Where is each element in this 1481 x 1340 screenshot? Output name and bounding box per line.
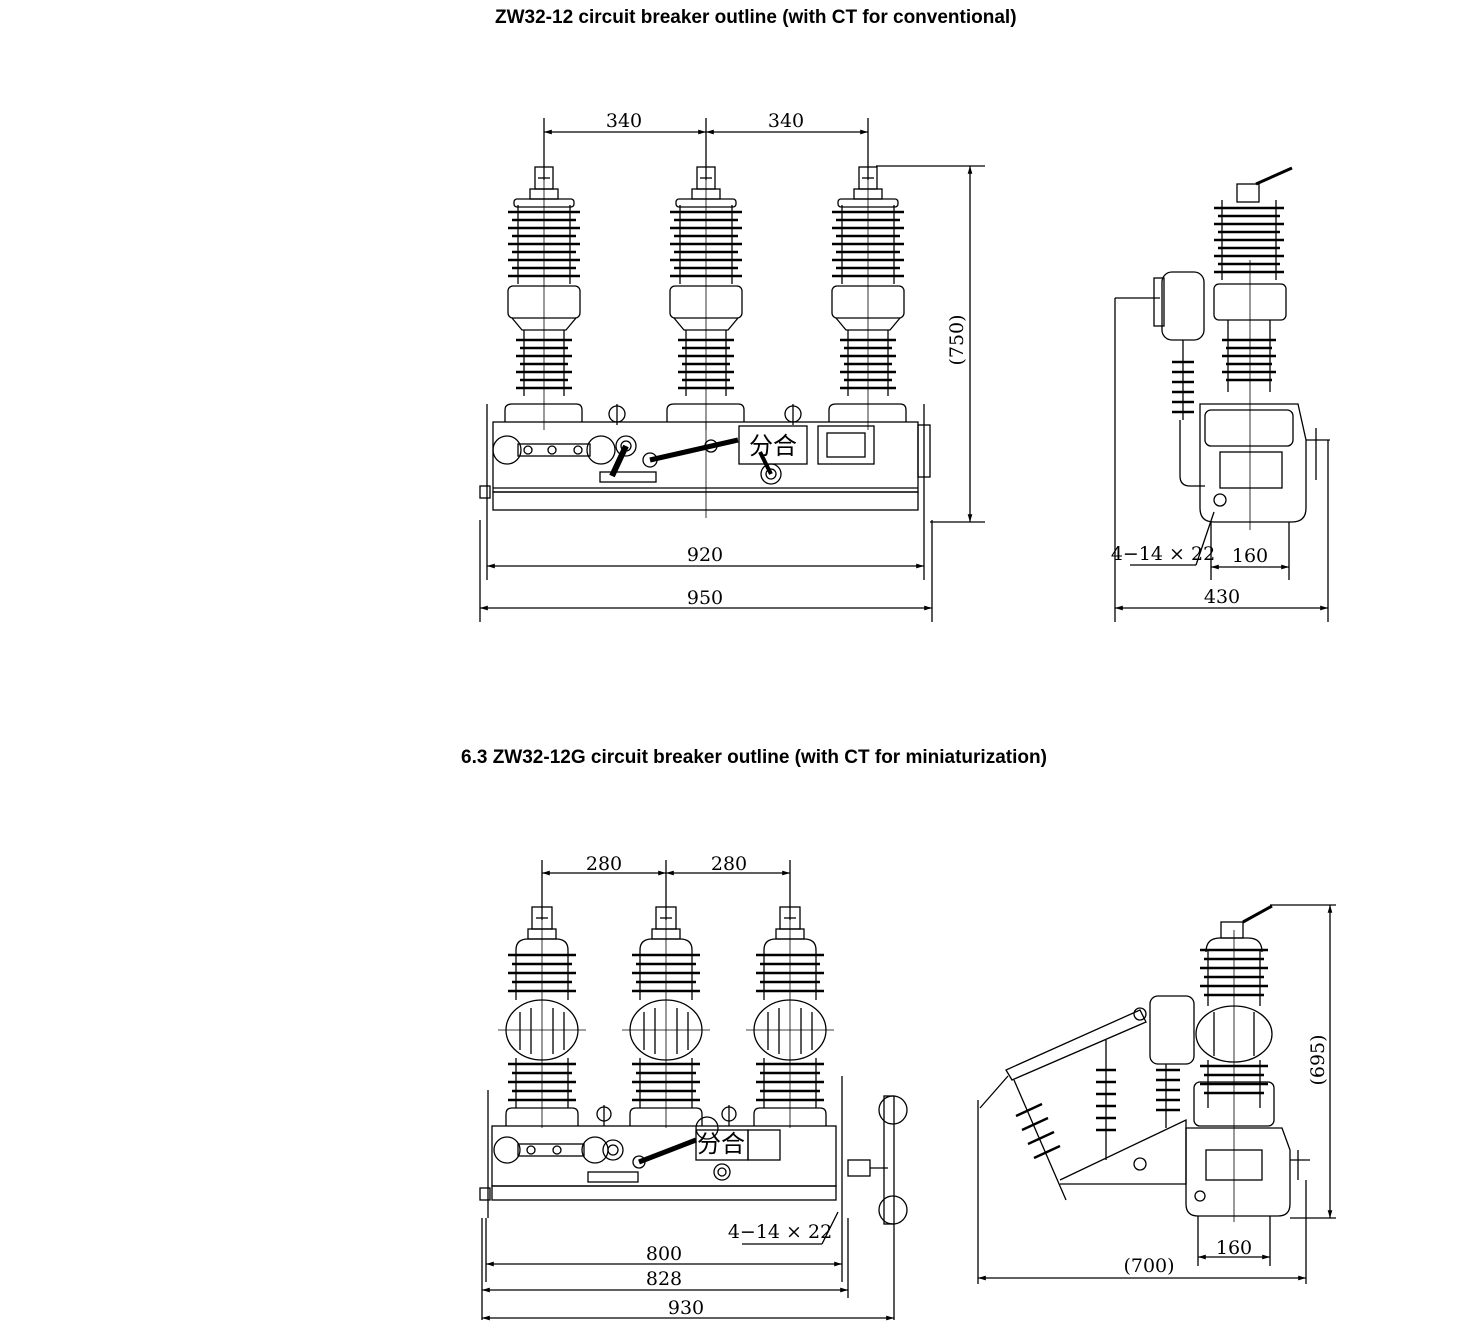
dim-430: 430 — [1204, 586, 1240, 608]
miniaturization-front-view — [479, 860, 908, 1321]
title-conventional: ZW32-12 circuit breaker outline (with CT… — [495, 7, 1017, 28]
dim-160: 160 — [1232, 545, 1268, 567]
open-close-label: 分合 — [697, 1130, 745, 1158]
dim-holes: 4−14 × 22 — [1111, 543, 1215, 565]
conventional-front-view — [479, 118, 985, 622]
conventional-side-view — [1114, 166, 1330, 622]
dim-280-left: 280 — [586, 853, 622, 875]
dim-holes: 4−14 × 22 — [728, 1221, 832, 1243]
dim-280-right: 280 — [711, 853, 747, 875]
miniaturization-side-view — [977, 904, 1336, 1284]
open-close-label: 分合 — [749, 432, 797, 460]
dim-340-left: 340 — [606, 110, 642, 132]
dim-800: 800 — [646, 1243, 682, 1265]
dim-828: 828 — [646, 1268, 682, 1290]
dim-340-right: 340 — [768, 110, 804, 132]
dim-695: (695) — [1307, 1034, 1329, 1085]
title-miniaturization: 6.3 ZW32-12G circuit breaker outline (wi… — [461, 747, 1047, 768]
pole-insulator — [504, 152, 583, 430]
dim-920: 920 — [687, 544, 723, 566]
dim-950: 950 — [687, 587, 723, 609]
dim-930: 930 — [668, 1297, 704, 1319]
pole-insulator — [498, 895, 586, 1128]
dim-750: (750) — [946, 314, 968, 365]
dim-700: (700) — [1123, 1255, 1174, 1277]
dim-160: 160 — [1216, 1237, 1252, 1259]
